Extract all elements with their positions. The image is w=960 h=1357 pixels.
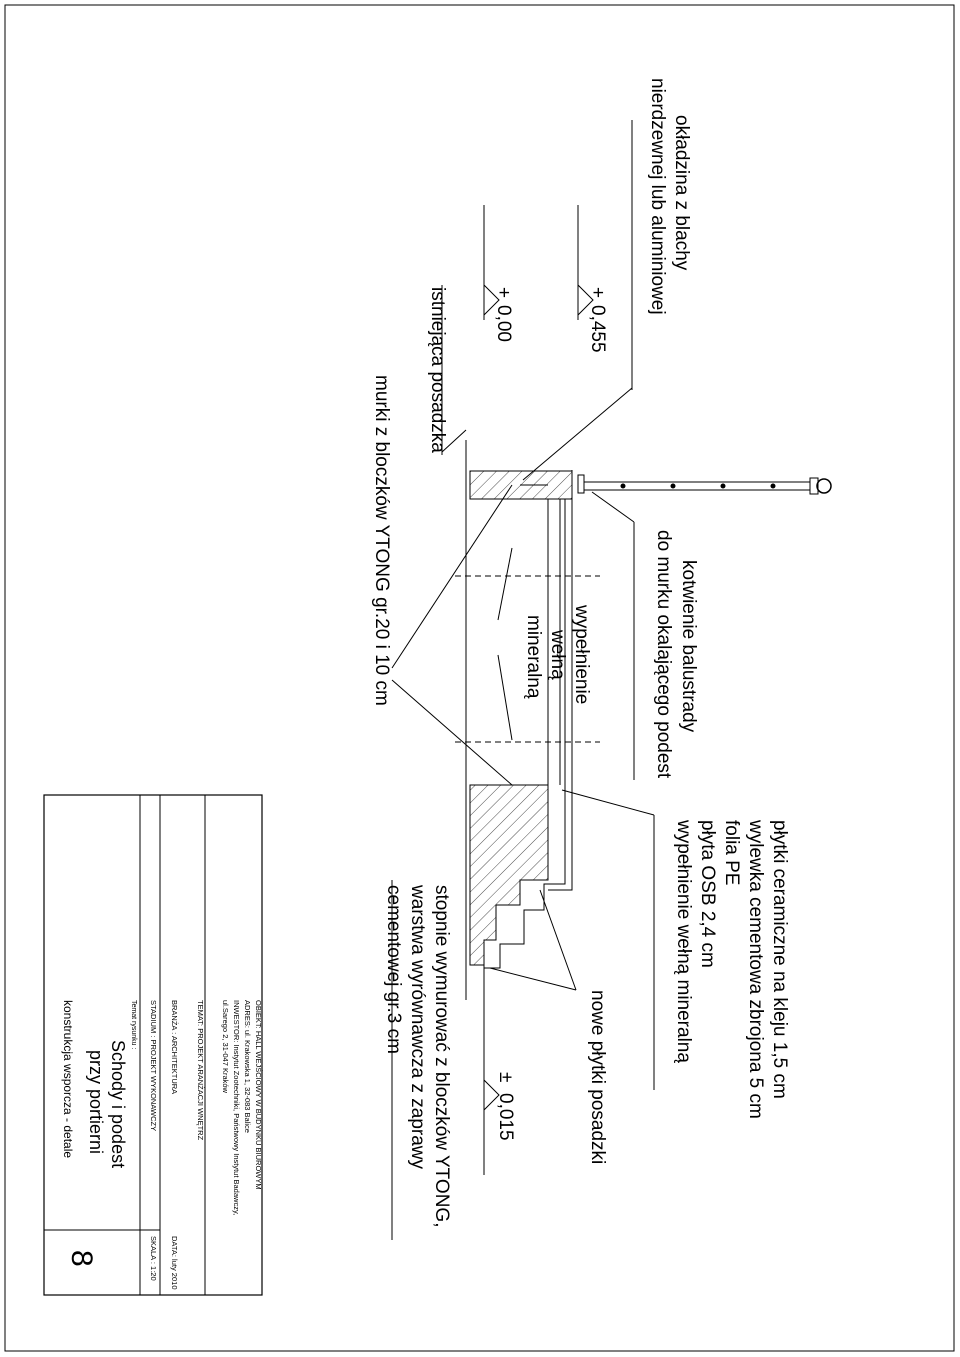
title-block-inwestor-1: INWESTOR: Instytut Zootechniki, Państwow…	[232, 1000, 241, 1215]
fill-label-line3: mineralną	[523, 615, 544, 699]
title-block-data: DATA: luty 2010	[170, 1236, 179, 1290]
anchor-label-line2: do murku okalającego podest	[653, 530, 674, 779]
title-block-adres: ADRES: ul. Krakowska 1, 32-083 Balice	[243, 1000, 252, 1133]
existing-floor-label: istniejąca posadzka	[427, 287, 448, 453]
title-block: OBIEKT: HALL WEJŚCIOWY W BUDYNKU BIUROWY…	[43, 794, 263, 1296]
title-block-inwestor-2: ul.Sarego 2, 31-047 Kraków	[221, 1000, 230, 1094]
level-step-value: 0,015	[495, 1093, 516, 1141]
cladding-label: okładzina z blachy	[671, 115, 692, 271]
platform-deck	[520, 470, 573, 785]
level-marker-step: ± 0,015	[483, 1070, 516, 1175]
steps-label-line2: warstwa wyrównawcza z zaprawy	[407, 884, 428, 1170]
steps-label-line1: stopnie wymurować z bloczków YTONG,	[431, 885, 452, 1227]
anchor-label-line1: kotwienie balustrady	[678, 560, 699, 733]
stair-finish	[484, 785, 573, 969]
title-block-obiekt: OBIEKT: HALL WEJŚCIOWY W BUDYNKU BIUROWY…	[254, 1000, 263, 1190]
layer-label-3: folia PE	[721, 820, 742, 885]
walls-label: murki z bloczków YTONG gr.20 i 10 cm	[371, 375, 392, 706]
new-tiles-label: nowe płytki posadzki	[587, 990, 608, 1164]
level-sign: +	[493, 287, 514, 298]
title-block-temat-rysunku: Temat rysunku :	[130, 1000, 137, 1049]
drawing-title-line2: przy portierni	[86, 1050, 106, 1154]
title-block-branza: BRANŻA : ARCHITEKTURA	[170, 1000, 179, 1094]
layer-label-1: płytki ceramiczne na kleju 1,5 cm	[769, 820, 790, 1099]
stair-section	[469, 784, 549, 966]
title-block-skala: SKALA : 1:20	[149, 1236, 158, 1281]
level-sign: +	[587, 287, 608, 298]
sheet-number: 8	[65, 1250, 98, 1267]
title-block-temat: TEMAT: PROJEKT ARANŻACJI WNĘTRZ	[196, 1000, 205, 1141]
level-zero-value: 0,00	[493, 305, 514, 342]
drawing-subtitle: konstrukcja wsporcza - detale	[61, 1000, 75, 1158]
fill-label-line1: wypełnienie	[571, 604, 592, 704]
fill-label-line2: wełną	[547, 629, 568, 680]
layer-label-5: wypełnienie wełną mineralną	[673, 819, 694, 1063]
railing	[577, 474, 832, 495]
level-marker-zero: + 0,00	[483, 205, 514, 342]
cladding-label-line1: okładzina z blachy	[671, 115, 692, 271]
title-block-stadium: STADIUM : PROJEKT WYKONAWCZY	[149, 1000, 158, 1131]
level-marker-top: + 0,455	[577, 205, 608, 353]
layer-label-4: płyta OSB 2,4 cm	[697, 820, 718, 968]
level-sign: ±	[495, 1072, 516, 1082]
drawing-title-line1: Schody i podest	[108, 1040, 128, 1168]
layer-label-2: wylewka cementowa zbrojona 5 cm	[745, 819, 766, 1119]
level-top-value: 0,455	[587, 305, 608, 353]
steps-label-line3: cementowej gr.3 cm	[383, 885, 404, 1054]
sheet-frame	[4, 4, 955, 1352]
cladding-label-line2: nierdzewnej lub aluminiowej	[647, 78, 668, 315]
leader-lines	[391, 387, 655, 991]
